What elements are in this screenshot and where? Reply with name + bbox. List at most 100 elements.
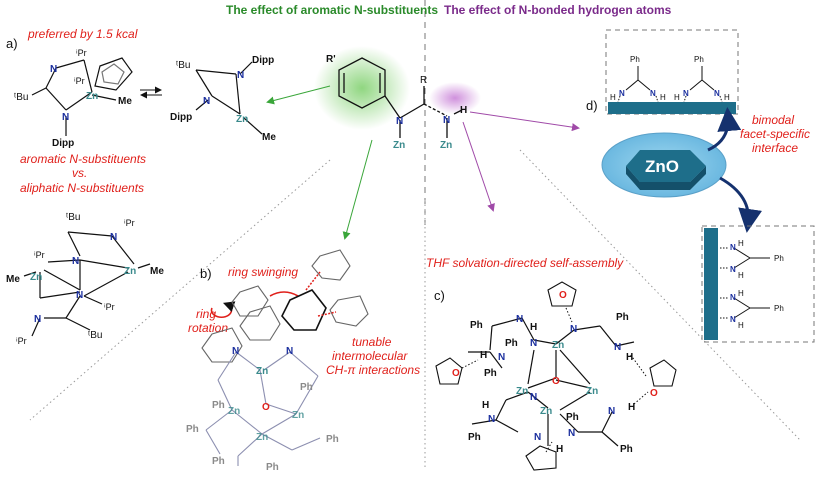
a1-me: Me (118, 96, 132, 107)
c-zn2: Zn (516, 386, 528, 397)
d-side-n2: N (730, 265, 736, 274)
note-ring-rotation-2: rotation (188, 321, 228, 335)
surface-slab-top (608, 102, 736, 114)
d-side-n4: N (730, 315, 736, 324)
surface-box-top (605, 29, 739, 115)
c-n7: N (608, 406, 615, 417)
a2-dipp1: Dipp (252, 55, 274, 66)
center-n1: N (396, 116, 403, 127)
a1-ipr2: ⁱPr (74, 76, 85, 86)
a1-tbu: ᵗBu (14, 92, 28, 103)
arrow-to-dipp (266, 85, 331, 105)
note-bimodal-2: facet-specific (740, 127, 810, 141)
dimer-me2: Me (6, 274, 20, 285)
c-n9: N (568, 428, 575, 439)
thf-rings (435, 281, 677, 471)
zno-hexagon-top (626, 150, 706, 182)
note-bimodal-1: bimodal (752, 113, 794, 127)
d-side-h2: H (738, 271, 744, 280)
d-side-h3: H (738, 289, 744, 298)
dotted-guide-left (29, 159, 331, 421)
central-amidinate (338, 57, 463, 138)
c-o1: O (452, 368, 460, 379)
a1-ipr1: ⁱPr (76, 48, 87, 58)
c-h5: H (482, 400, 489, 411)
c-ph4: Ph (484, 368, 497, 379)
isomer-dipp (195, 61, 263, 135)
b-zn2: Zn (228, 406, 240, 417)
c-n6: N (530, 392, 537, 403)
a2-me: Me (262, 132, 276, 143)
c-n4: N (614, 342, 621, 353)
c-zn1: Zn (552, 340, 564, 351)
c-ph3: Ph (505, 338, 518, 349)
c-ph5: Ph (566, 412, 579, 423)
note-tunable-2: intermolecular (332, 349, 408, 363)
b-o: O (262, 402, 270, 413)
c-ph7: Ph (620, 444, 633, 455)
center-zn2: Zn (440, 140, 452, 151)
b-n2: N (286, 346, 293, 357)
dimer-n2: N (72, 256, 79, 267)
d-side-ph1: Ph (774, 254, 784, 263)
c-o4: O (650, 388, 658, 399)
cluster-c-bonds (468, 317, 635, 447)
d-top-n2: N (650, 89, 656, 98)
c-n3: N (530, 338, 537, 349)
d-side-ph2: Ph (774, 304, 784, 313)
note-bimodal-3: interface (752, 141, 798, 155)
purple-highlight (429, 82, 481, 114)
surface-box-side (701, 225, 815, 343)
surface-ligands-side (720, 247, 770, 319)
c-n2: N (570, 324, 577, 335)
c-o2: O (552, 376, 560, 387)
note-thf: THF solvation-directed self-assembly (426, 256, 624, 270)
heading-hydrogen: The effect of N-bonded hydrogen atoms (444, 3, 672, 17)
c-h6: H (556, 444, 563, 455)
label-r: R (420, 75, 427, 86)
a1-zn: Zn (86, 91, 98, 102)
note-vs: vs. (72, 166, 87, 180)
dimer-ipr4: ⁱPr (16, 336, 27, 346)
c-h3: H (480, 350, 487, 361)
d-top-n1: N (619, 89, 625, 98)
arrow-up-facet (707, 107, 742, 152)
b-zn3: Zn (292, 410, 304, 421)
c-n8: N (488, 414, 495, 425)
d-top-n3: N (683, 89, 689, 98)
dimer-zn1: Zn (124, 266, 136, 277)
a2-tbu: ᵗBu (176, 60, 190, 71)
d-top-h4: H (724, 93, 730, 102)
dimer-ipr2: ⁱPr (34, 250, 45, 260)
a1-n2: N (62, 112, 69, 123)
c-h4: H (628, 402, 635, 413)
a2-n2: N (203, 96, 210, 107)
green-highlight (314, 46, 410, 130)
center-h: H (460, 105, 467, 116)
c-ph2: Ph (616, 312, 629, 323)
a2-zn: Zn (236, 114, 248, 125)
dimer-ipr1: ⁱPr (124, 218, 135, 228)
arrow-down-facet (719, 176, 762, 233)
b-ph5: Ph (326, 434, 339, 445)
arrow-to-b (342, 139, 373, 240)
c-n10: N (534, 432, 541, 443)
d-side-h4: H (738, 321, 744, 330)
panel-label-a: a) (6, 36, 18, 51)
arrow-to-d (469, 111, 580, 132)
ch-pi-contact-2 (317, 311, 337, 317)
zno-label: ZnO (645, 157, 679, 176)
d-top-h3: H (674, 93, 680, 102)
panel-label-b: b) (200, 266, 212, 281)
panel-label-d: d) (586, 98, 598, 113)
c-h1: H (530, 322, 537, 333)
dimer-tbu2: ᵗBu (88, 330, 102, 341)
c-zn3: Zn (586, 386, 598, 397)
ch-pi-contact-1 (305, 271, 321, 291)
b-ph4: Ph (266, 462, 279, 473)
ring-swinging-arrow (269, 291, 299, 297)
d-top-ph2: Ph (694, 55, 704, 64)
arrow-to-c (462, 121, 495, 212)
